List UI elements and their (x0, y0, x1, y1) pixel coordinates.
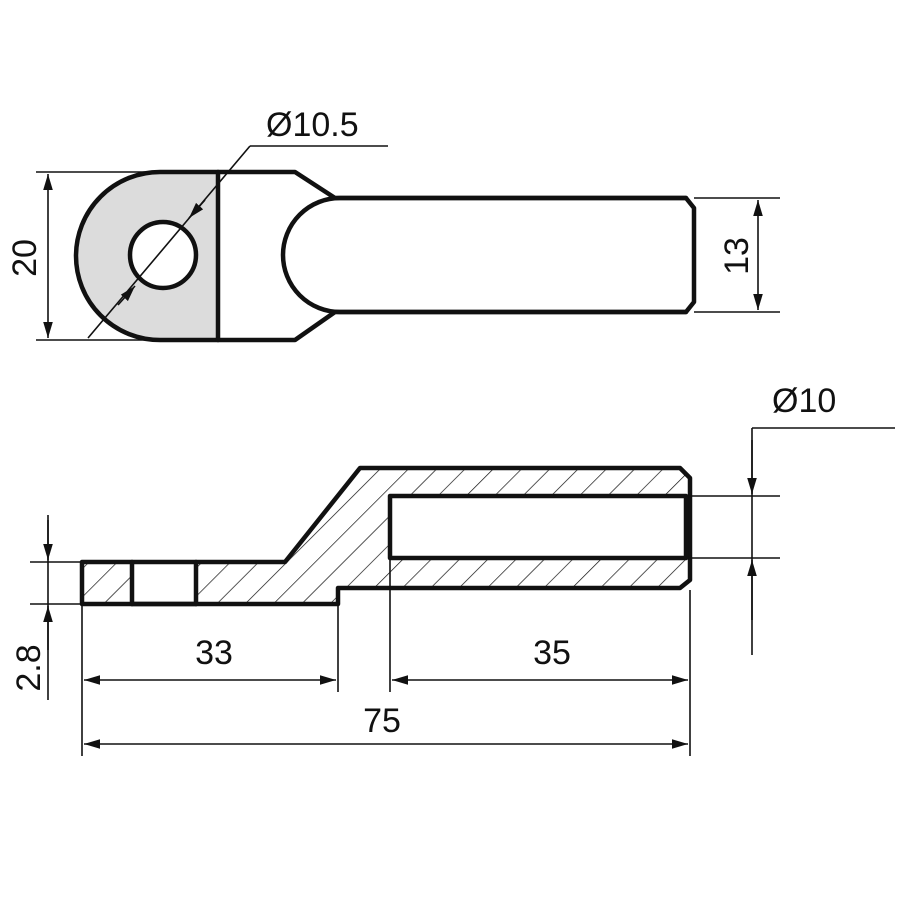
hole-dim-leader (87, 145, 251, 339)
palm-thickness-label: 2.8 (10, 644, 48, 691)
hole-diameter-label: Ø10.5 (266, 106, 359, 144)
hole-dim-arrow-b (117, 285, 136, 306)
bore-length-label: 35 (533, 634, 571, 672)
bore-outline (387, 493, 689, 561)
barrel-end (280, 195, 689, 315)
mounting-hole (127, 219, 199, 291)
top-view: Ø10.5 20 13 (6, 106, 780, 343)
top-view-outline (73, 169, 697, 343)
barrel-height-label: 13 (718, 237, 756, 275)
section-outline (79, 465, 693, 607)
section-view: Ø10 2.8 33 35 75 (10, 382, 895, 756)
overall-length-label: 75 (363, 702, 401, 740)
bore-diameter-label: Ø10 (772, 382, 836, 420)
hole-dim-arrow-a (188, 199, 206, 219)
palm-hole-cut (132, 564, 196, 602)
width-label: 20 (6, 239, 44, 277)
palm-length-label: 33 (195, 634, 233, 672)
bore-cavity (390, 496, 686, 558)
